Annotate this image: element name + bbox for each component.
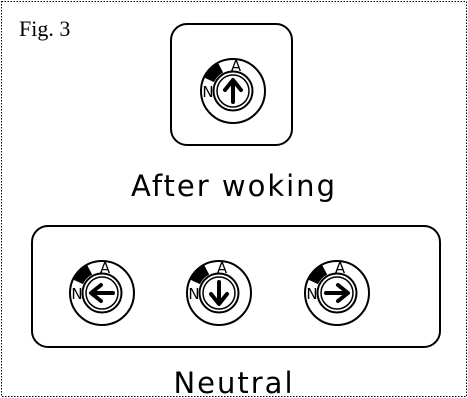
switch-right: AN <box>304 259 370 326</box>
bottom-panel-caption: Neutral <box>173 366 294 398</box>
dial-label-n: N <box>188 285 199 303</box>
dial-marker-sector <box>307 264 328 285</box>
dial-outer-ring <box>69 260 135 326</box>
dial-knob-inner <box>216 74 250 108</box>
switch-left: AN <box>69 259 135 326</box>
dial-label-a: A <box>335 259 346 277</box>
switch-after-working: AN <box>200 57 266 124</box>
dial-outer-ring <box>186 260 252 326</box>
arrow-down-icon <box>209 280 229 306</box>
dial-knob-inner <box>85 276 119 310</box>
dial-label-n: N <box>306 285 317 303</box>
dial-outer-ring <box>304 260 370 326</box>
bottom-panel-frame <box>31 225 441 348</box>
dial-outer-ring <box>200 58 266 124</box>
arrow-right-icon <box>324 283 350 303</box>
dial-knob-inner <box>320 276 354 310</box>
switch-down: AN <box>186 259 252 326</box>
dial-label-n: N <box>71 285 82 303</box>
figure-label: Fig. 3 <box>19 16 70 41</box>
dial-marker-sector <box>189 264 210 285</box>
top-panel-frame <box>170 23 293 146</box>
dial-knob-inner <box>202 276 236 310</box>
dial-label-a: A <box>100 259 111 277</box>
dial-label-a: A <box>231 57 242 75</box>
arrow-left-icon <box>89 283 115 303</box>
dial-marker-sector <box>203 62 224 83</box>
top-panel-caption: After woking <box>131 169 337 203</box>
arrow-up-icon <box>223 78 243 104</box>
dial-marker-sector <box>72 264 93 285</box>
dial-label-n: N <box>202 83 213 101</box>
dial-label-a: A <box>217 259 228 277</box>
